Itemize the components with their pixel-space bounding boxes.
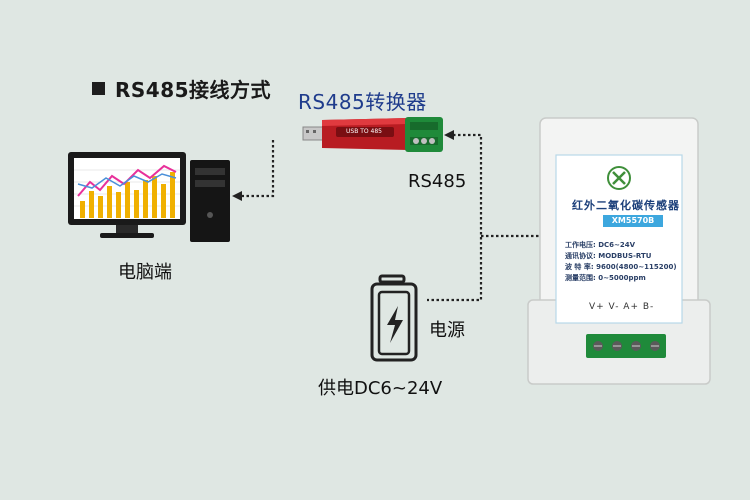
device-spec-protocol: 通讯协议: MODBUS-RTU: [565, 252, 652, 260]
monitor-icon: [68, 152, 186, 238]
heading-text: RS485接线方式: [115, 78, 272, 102]
device-title: 红外二氧化碳传感器: [572, 199, 680, 212]
pc-label: 电脑端: [118, 262, 172, 283]
sensor-device-icon: [527, 117, 711, 385]
arrow-to-converter: [444, 130, 454, 140]
power-label: 电源: [429, 320, 465, 341]
device-spec-range: 测量范围: 0~5000ppm: [565, 274, 646, 282]
supply-voltage-label: 供电DC6~24V: [318, 378, 443, 399]
page-heading: RS485接线方式: [92, 74, 271, 103]
pc-to-converter-line: [236, 140, 275, 198]
rs485-label: RS485: [408, 171, 467, 192]
converter-usb-label: USB TO 485: [346, 128, 382, 135]
power-bus-line: [427, 133, 483, 302]
device-spec-baudrate: 波 特 率: 9600(4800~115200): [565, 263, 677, 271]
usb-converter-icon: [302, 117, 443, 152]
device-pin-labels: V+ V- A+ B-: [589, 302, 655, 312]
device-model: XM5570B: [603, 215, 663, 227]
computer-tower-icon: [190, 160, 230, 242]
device-spec-voltage: 工作电压: DC6~24V: [565, 241, 636, 249]
square-bullet-icon: [92, 82, 105, 95]
arrow-to-pc: [232, 191, 242, 201]
connection-lines: [236, 133, 540, 302]
converter-title: RS485转换器: [298, 90, 427, 114]
battery-icon: [370, 274, 418, 362]
